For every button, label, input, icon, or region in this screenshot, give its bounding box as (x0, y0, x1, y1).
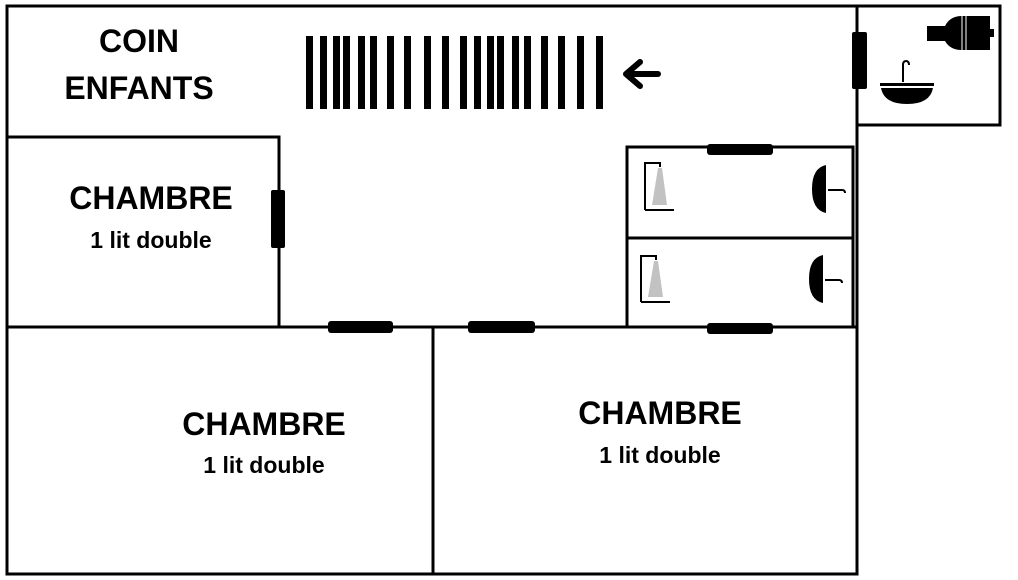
stair-tread (424, 36, 431, 109)
door[interactable] (852, 32, 867, 89)
shower-icon (644, 162, 674, 211)
door[interactable] (468, 321, 535, 333)
room-title: CHAMBRE (69, 180, 233, 216)
stair-tread (577, 36, 584, 109)
stair-tread (558, 36, 565, 109)
stair-tread (358, 36, 365, 109)
room-bed: 1 lit double (90, 227, 211, 253)
door[interactable] (271, 190, 285, 248)
stair-tread (306, 36, 313, 109)
door[interactable] (707, 323, 773, 334)
stair-tread (404, 36, 411, 109)
washbasin-icon (812, 165, 846, 213)
room-bed: 1 lit double (599, 442, 720, 468)
arrow-left-icon (623, 59, 661, 89)
stair-tread (524, 36, 531, 109)
stair-tread (596, 36, 603, 109)
stair-tread (512, 36, 519, 109)
sink-icon (880, 59, 934, 104)
doors (271, 32, 867, 334)
stair-tread (333, 36, 340, 109)
room-bed: 1 lit double (203, 452, 324, 478)
stair-tread (387, 36, 394, 109)
kids-corner-label: COIN (99, 23, 179, 59)
stair-tread (474, 36, 481, 109)
door[interactable] (328, 321, 393, 333)
stair-tread (320, 36, 327, 109)
bedroom-1-wall (7, 135, 281, 327)
kids-corner-label: ENFANTS (64, 70, 213, 106)
stair-tread (370, 36, 377, 109)
stair-tread (460, 36, 467, 109)
stair-tread (497, 36, 504, 109)
stair-tread (487, 36, 494, 109)
stair-tread (541, 36, 548, 109)
room-title: CHAMBRE (182, 406, 346, 442)
room-title: CHAMBRE (578, 395, 742, 431)
shower-icon (640, 255, 670, 303)
door[interactable] (707, 144, 773, 155)
stair-tread (442, 36, 449, 109)
stairs-icon (306, 36, 603, 109)
water-heater-icon (927, 16, 994, 50)
stair-tread (343, 36, 350, 109)
washbasin-icon (809, 255, 843, 303)
